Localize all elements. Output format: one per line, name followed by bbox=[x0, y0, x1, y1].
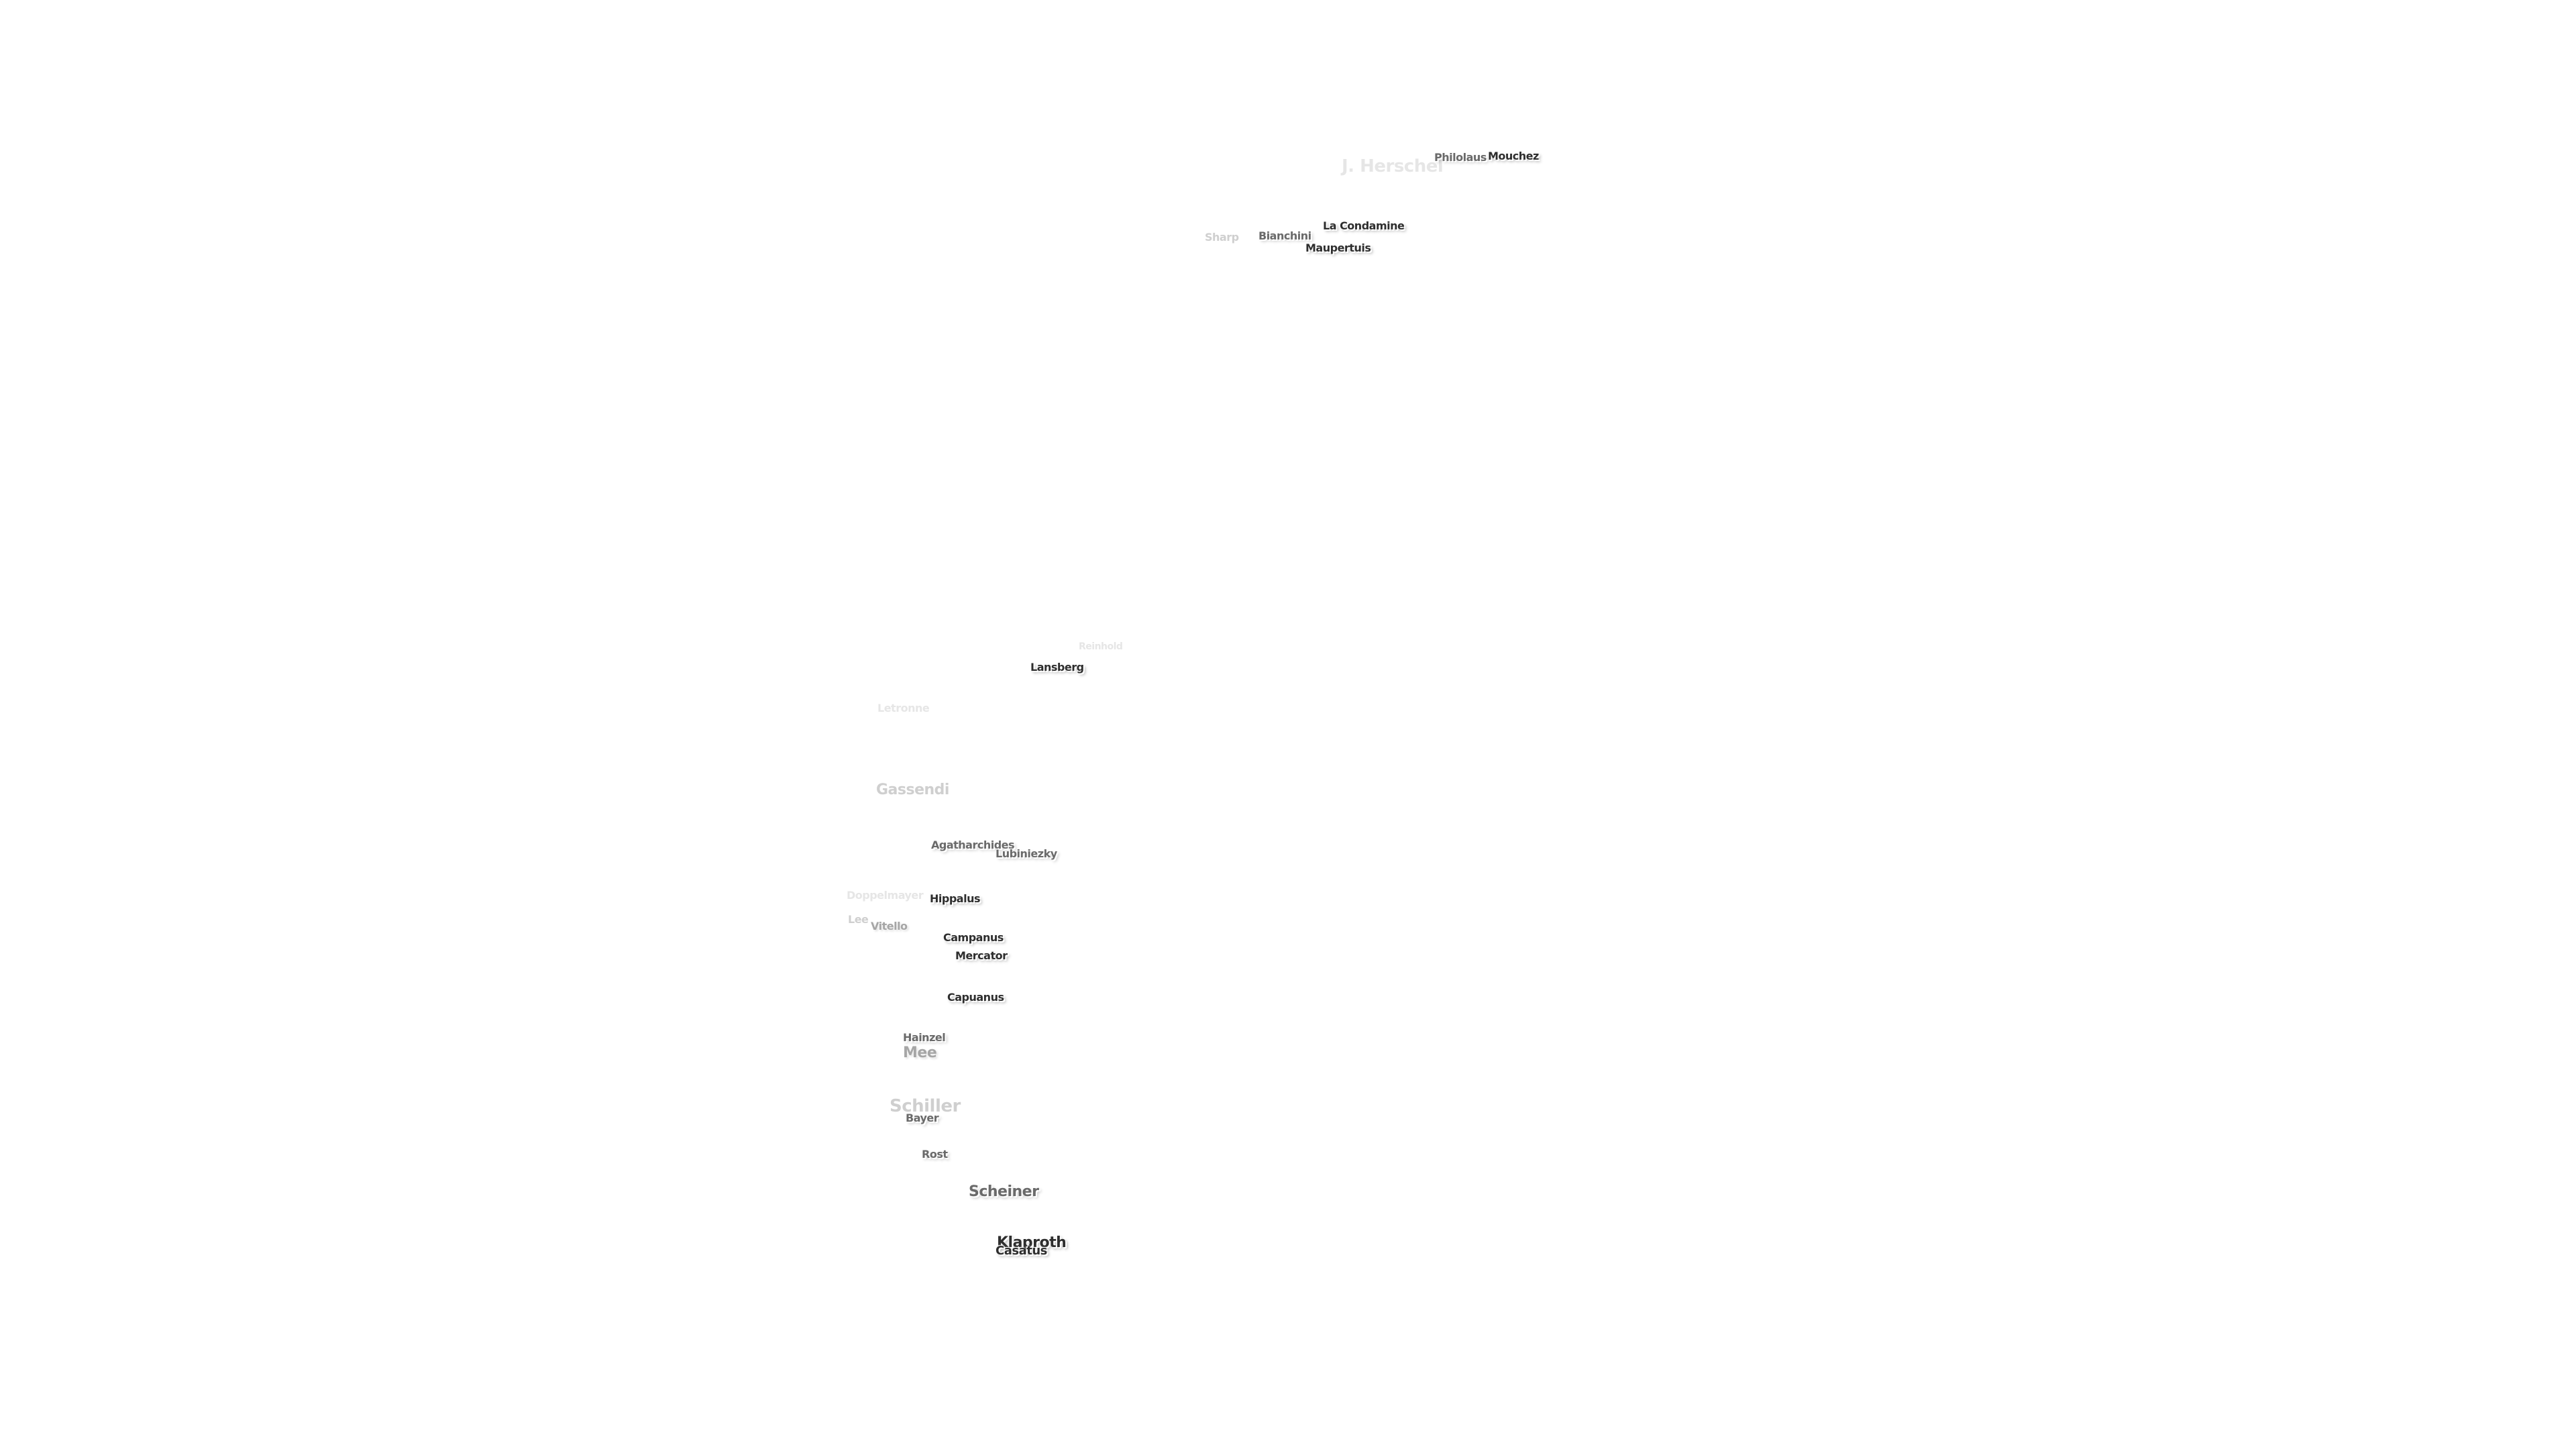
crater-label-hippalus: Hippalus bbox=[930, 892, 980, 905]
crater-label-klaproth: Klaproth bbox=[997, 1234, 1067, 1251]
crater-label-bianchini: Bianchini bbox=[1258, 229, 1311, 242]
crater-label-gassendi: Gassendi bbox=[876, 782, 949, 798]
crater-label-agatharchides: Agatharchides bbox=[931, 839, 1015, 851]
crater-label-j-herschel: J. Herschel bbox=[1342, 156, 1444, 176]
crater-label-mercator: Mercator bbox=[955, 949, 1008, 962]
crater-label-reinhold: Reinhold bbox=[1079, 641, 1123, 652]
crater-label-mee: Mee bbox=[903, 1044, 937, 1061]
crater-label-scheiner: Scheiner bbox=[969, 1183, 1039, 1200]
crater-label-maupertuis: Maupertuis bbox=[1305, 241, 1371, 254]
crater-label-campanus: Campanus bbox=[943, 931, 1004, 944]
crater-label-la-condamine: La Condamine bbox=[1323, 219, 1405, 232]
crater-label-bayer: Bayer bbox=[906, 1112, 939, 1124]
crater-label-lubiniezky: Lubiniezky bbox=[996, 847, 1057, 860]
crater-label-mouchez: Mouchez bbox=[1488, 150, 1539, 162]
crater-label-doppelmayer: Doppelmayer bbox=[847, 889, 924, 902]
crater-label-sharp: Sharp bbox=[1205, 231, 1239, 244]
crater-label-letronne: Letronne bbox=[877, 702, 930, 714]
crater-label-philolaus: Philolaus bbox=[1434, 151, 1487, 164]
crater-label-hainzel: Hainzel bbox=[903, 1031, 946, 1044]
crater-label-lee: Lee bbox=[848, 913, 869, 926]
crater-label-casatus: Casatus bbox=[996, 1244, 1047, 1258]
crater-label-capuanus: Capuanus bbox=[947, 991, 1004, 1004]
crater-label-schiller: Schiller bbox=[890, 1096, 961, 1116]
crater-label-rost: Rost bbox=[922, 1148, 948, 1161]
crater-label-lansberg: Lansberg bbox=[1030, 661, 1084, 674]
crater-label-vitello: Vitello bbox=[871, 920, 908, 932]
